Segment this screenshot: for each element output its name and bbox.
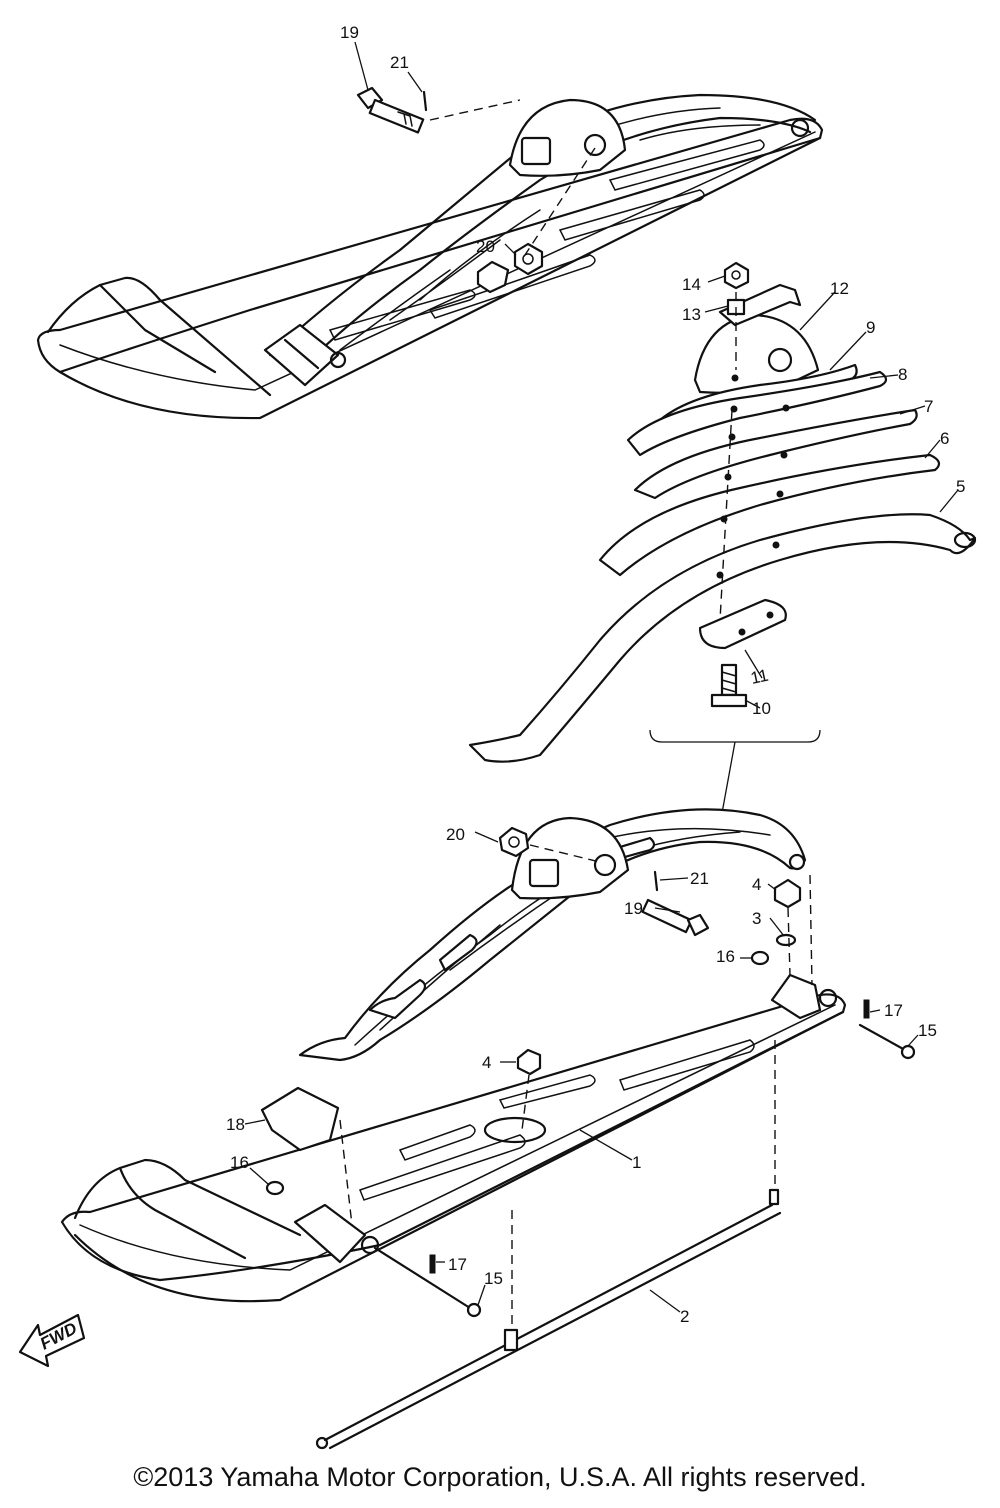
fwd-arrow-icon: FWD — [18, 1313, 86, 1368]
callout-15-right: 15 — [918, 1021, 937, 1040]
callout-19: 19 — [340, 23, 359, 42]
callout-11: 11 — [749, 666, 770, 688]
upper-ski-assembly — [36, 86, 824, 420]
callout-13: 13 — [682, 305, 701, 324]
callout-17-left: 17 — [448, 1255, 467, 1274]
callout-2: 2 — [680, 1307, 689, 1326]
callout-9: 9 — [866, 318, 875, 337]
callout-17-right: 17 — [884, 1001, 903, 1020]
callout-3: 3 — [752, 909, 761, 928]
callout-15-left: 15 — [484, 1269, 503, 1288]
ski-assembly-diagram: FWD 19 21 20 14 13 — [18, 23, 977, 1450]
callout-1: 1 — [632, 1153, 641, 1172]
callout-5: 5 — [956, 477, 965, 496]
callout-18: 18 — [226, 1115, 245, 1134]
callout-19-lower: 19 — [624, 899, 643, 918]
callout-21: 21 — [390, 53, 409, 72]
copyright-notice: ©2013 Yamaha Motor Corporation, U.S.A. A… — [133, 1462, 867, 1492]
callout-20: 20 — [476, 237, 495, 256]
lower-ski-assembly — [60, 808, 916, 1450]
callout-8: 8 — [898, 365, 907, 384]
leaf-spring-stack — [468, 261, 977, 837]
callout-leaders — [244, 41, 959, 1313]
callout-4-right: 4 — [752, 875, 761, 894]
callout-numbers: 19 21 20 14 13 12 9 8 7 6 5 11 10 20 21 … — [226, 23, 965, 1326]
callout-16-right: 16 — [716, 947, 735, 966]
callout-4-center: 4 — [482, 1053, 491, 1072]
callout-14: 14 — [682, 275, 701, 294]
callout-20-lower: 20 — [446, 825, 465, 844]
callout-16-left: 16 — [230, 1153, 249, 1172]
callout-7: 7 — [924, 397, 933, 416]
callout-12: 12 — [830, 279, 849, 298]
callout-6: 6 — [940, 429, 949, 448]
callout-10: 10 — [752, 699, 771, 718]
callout-21-lower: 21 — [690, 869, 709, 888]
